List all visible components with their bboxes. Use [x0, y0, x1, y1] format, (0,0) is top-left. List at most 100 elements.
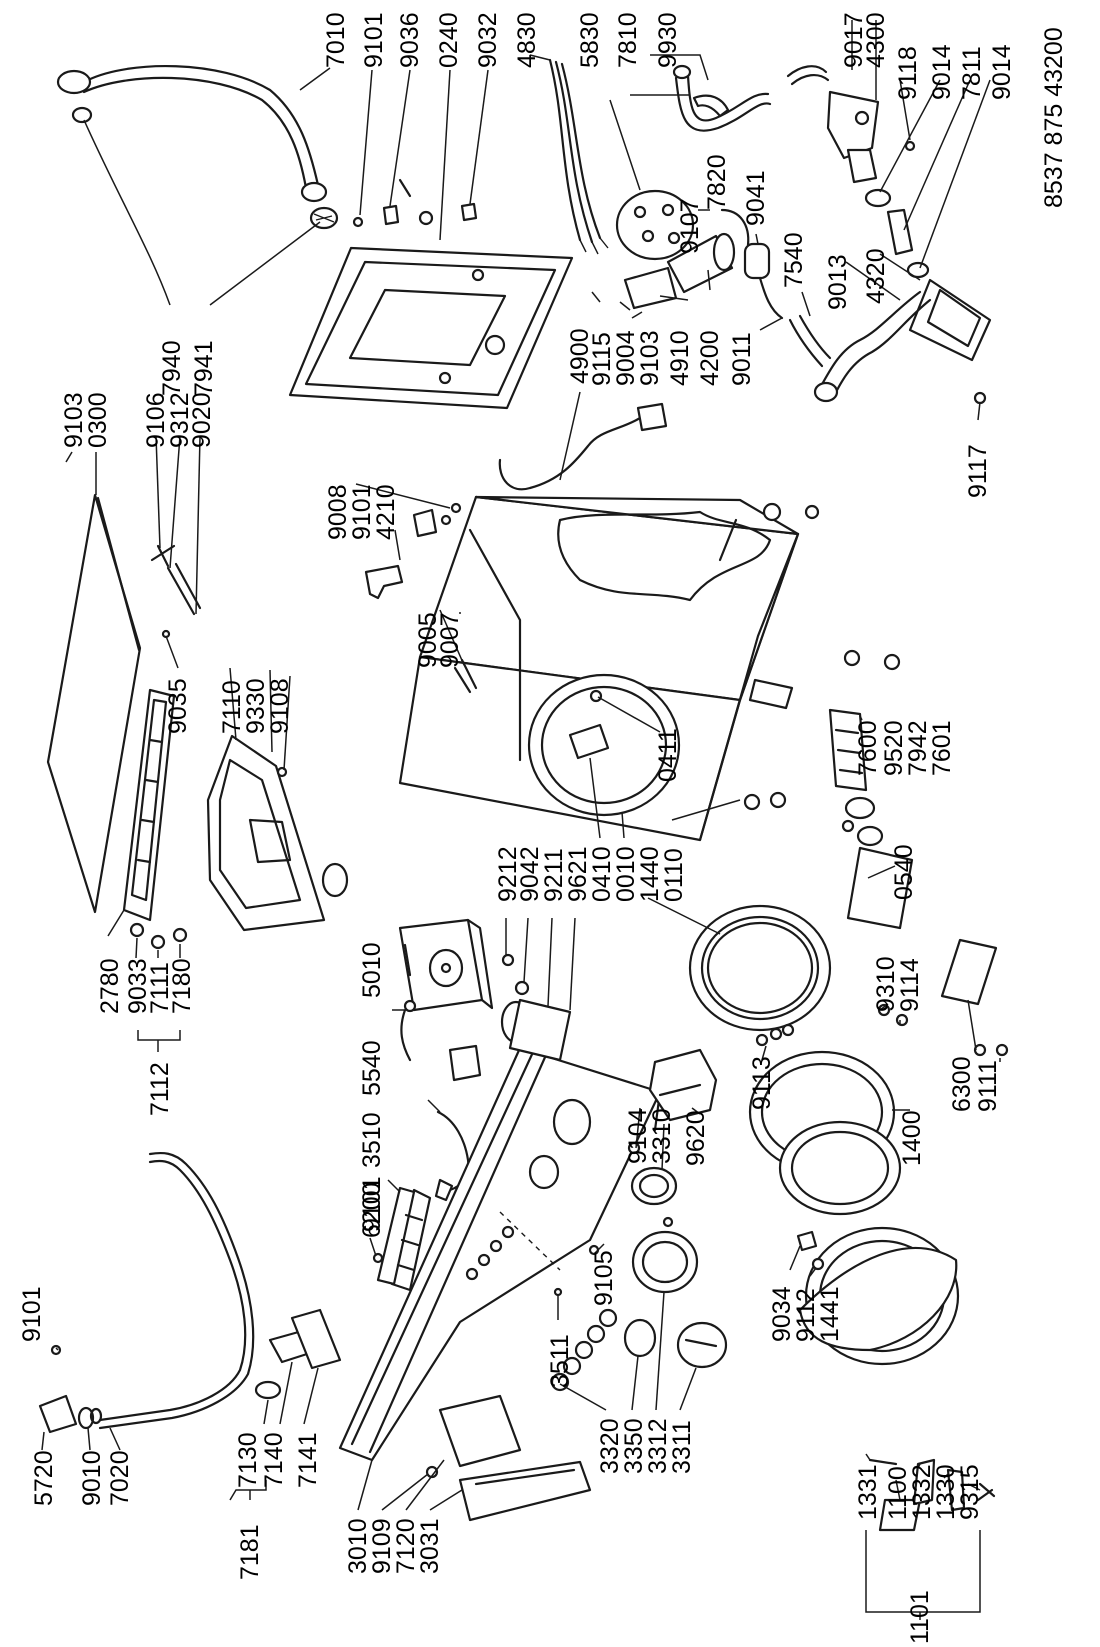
label-9101: 9101: [358, 1176, 386, 1232]
label-7810: 7810: [614, 12, 642, 68]
label-7130: 7130: [234, 1432, 262, 1488]
ring-3312: [631, 1216, 699, 1294]
label-1440: 1440: [636, 846, 664, 902]
label-1100: 1100: [884, 1466, 912, 1520]
label-9014: 9014: [928, 44, 956, 100]
label-7941: 7941: [190, 340, 218, 396]
label-9310: 9310: [872, 956, 900, 1012]
label-3311: 3311: [668, 1420, 696, 1474]
label-1400: 1400: [898, 1110, 926, 1166]
label-9105: 9105: [590, 1250, 618, 1306]
inlet-hose-7010: [56, 64, 339, 230]
wiring-harness-4830: [548, 58, 609, 255]
label-9111: 9111: [974, 1060, 1002, 1112]
label-0300: 0300: [84, 392, 112, 448]
label-9118: 9118: [894, 46, 922, 100]
label-9107: 9107: [676, 198, 704, 254]
label-5010: 5010: [358, 942, 386, 998]
label-9330: 9330: [242, 678, 270, 734]
label-7180: 7180: [168, 958, 196, 1014]
door-frame-1400: [748, 1050, 902, 1216]
label-9103: 9103: [60, 392, 88, 448]
label-5720: 5720: [30, 1450, 58, 1506]
label-6200: 6200: [358, 1182, 386, 1238]
top-cover-plate-0240: [288, 246, 574, 410]
label-4910: 4910: [666, 330, 694, 386]
label-9115: 9115: [588, 332, 616, 386]
label-4830: 4830: [513, 12, 541, 68]
label-9109: 9109: [368, 1518, 396, 1574]
label-0240: 0240: [435, 12, 463, 68]
dispenser-housing-7110: [206, 734, 349, 932]
label-9114: 9114: [896, 958, 924, 1012]
label-3310: 3310: [648, 1108, 676, 1164]
label-9212: 9212: [494, 846, 522, 902]
label-1331: 1331: [854, 1464, 882, 1520]
label-9108: 9108: [266, 678, 294, 734]
label-9035: 9035: [164, 678, 192, 734]
door-lock-5540: [400, 1008, 482, 1202]
suppressor-7540: [720, 208, 784, 320]
drain-hose-7810: [672, 64, 772, 132]
label-9008: 9008: [324, 484, 352, 540]
label-7600: 7600: [854, 720, 882, 776]
label-9041: 9041: [742, 170, 770, 226]
label-9113: 9113: [748, 1056, 776, 1110]
label-6300: 6300: [948, 1056, 976, 1112]
knob-3311: [676, 1321, 728, 1369]
label-9620: 9620: [682, 1110, 710, 1166]
label-3031: 3031: [416, 1518, 444, 1574]
pump-assembly-4300: [786, 65, 916, 184]
label-3350: 3350: [620, 1418, 648, 1474]
dispenser-lid-2780: [122, 688, 188, 950]
label-9315: 9315: [956, 1464, 984, 1520]
label-9520: 9520: [880, 720, 908, 776]
label-7112: 7112: [146, 1062, 174, 1116]
label-9010: 9010: [78, 1450, 106, 1506]
buttons-3320: [550, 1308, 618, 1392]
label-7110: 7110: [218, 680, 246, 734]
knob-3310: [630, 1166, 678, 1206]
catch-9034: [796, 1230, 825, 1271]
drawer-3031: [425, 1394, 592, 1522]
label-9033: 9033: [124, 958, 152, 1014]
sump-hose-4320: [788, 188, 992, 405]
programmer-5010: [398, 918, 494, 1013]
fixings-9101-9036-9032: [352, 178, 478, 228]
label-9621: 9621: [564, 846, 592, 902]
label-9011: 9011: [728, 332, 756, 386]
label-4300: 4300: [862, 12, 890, 68]
door-handle-1100: [868, 1458, 996, 1532]
label-0010: 0010: [612, 846, 640, 902]
label-9014: 9014: [988, 44, 1016, 100]
label-9104: 9104: [624, 1108, 652, 1164]
label-4200: 4200: [696, 330, 724, 386]
label-7020: 7020: [106, 1450, 134, 1506]
label-4320: 4320: [862, 248, 890, 304]
pressure-switch-4210: [364, 502, 462, 600]
label-9017: 9017: [840, 12, 868, 68]
soap-tray-7140: [254, 1308, 342, 1400]
hinge-rod-9020: [150, 544, 202, 639]
label-9042: 9042: [516, 846, 544, 902]
pump-filter-7600: [828, 708, 884, 847]
label-5540: 5540: [358, 1040, 386, 1096]
door-seal-1440: [688, 904, 832, 1032]
label-9101: 9101: [18, 1286, 46, 1342]
label-2780: 2780: [96, 958, 124, 1014]
label-1330: 1330: [932, 1464, 960, 1520]
water-valve-5720: [38, 1151, 255, 1434]
label-9020: 9020: [188, 392, 216, 448]
label-7141: 7141: [294, 1432, 322, 1488]
label-7601: 7601: [928, 720, 956, 776]
label-9004: 9004: [612, 330, 640, 386]
label-7010: 7010: [322, 12, 350, 68]
switch-block-6200: [376, 1186, 432, 1292]
label-1441: 1441: [816, 1286, 844, 1342]
door-window-1441: [798, 1226, 960, 1366]
label-9312: 9312: [166, 392, 194, 448]
lid-0540: [846, 846, 914, 930]
label-9106: 9106: [142, 392, 170, 448]
label-9211: 9211: [540, 848, 568, 902]
